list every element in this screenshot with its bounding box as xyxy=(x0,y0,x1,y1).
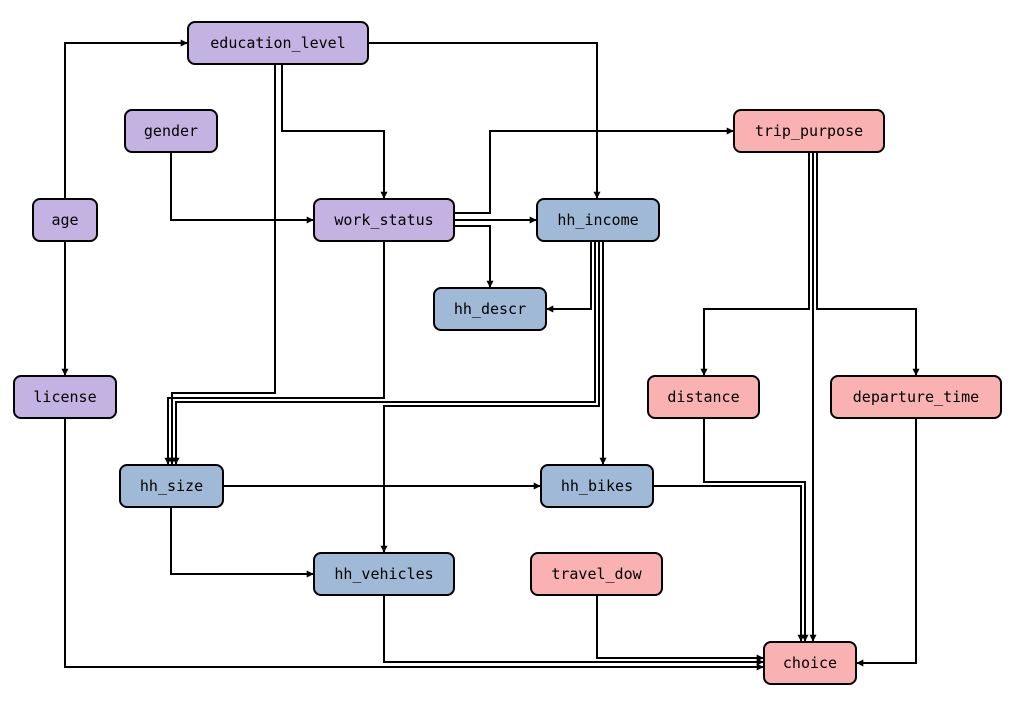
node-gender: gender xyxy=(124,109,218,153)
edge-hh-income-to-hh-size xyxy=(172,242,596,465)
node-work-status: work_status xyxy=(313,198,455,242)
node-age: age xyxy=(32,198,98,242)
node-departure-time: departure_time xyxy=(830,375,1002,419)
node-license: license xyxy=(13,375,117,419)
edge-age-to-education-level xyxy=(64,39,188,198)
edge-work-status-to-hh-descr xyxy=(455,225,494,288)
edge-trip-purpose-to-distance xyxy=(700,153,810,376)
edge-education-level-to-hh-size xyxy=(168,65,276,465)
node-hh-income: hh_income xyxy=(536,198,660,242)
edge-education-level-to-hh-income xyxy=(369,42,601,199)
edge-trip-purpose-to-departure-time xyxy=(816,153,920,376)
edge-education-level-to-work-status xyxy=(281,65,388,199)
node-trip-purpose: trip_purpose xyxy=(733,109,885,153)
edge-hh-vehicles-to-choice xyxy=(383,596,764,666)
node-choice: choice xyxy=(763,641,857,685)
edge-work-status-to-hh-size xyxy=(164,242,385,465)
node-education-level: education_level xyxy=(187,21,369,65)
edge-hh-income-to-hh-descr xyxy=(546,242,592,313)
edge-hh-size-to-hh-vehicles xyxy=(170,508,314,578)
node-travel-dow: travel_dow xyxy=(530,552,663,596)
edge-travel-dow-to-choice xyxy=(596,596,764,662)
node-hh-descr: hh_descr xyxy=(433,287,547,331)
edge-license-to-choice xyxy=(64,419,764,671)
edge-departure-time-to-choice xyxy=(856,419,917,667)
edge-distance-to-choice xyxy=(703,419,809,642)
edge-hh-income-to-hh-vehicles xyxy=(380,242,600,553)
node-hh-size: hh_size xyxy=(119,464,224,508)
node-hh-vehicles: hh_vehicles xyxy=(313,552,455,596)
node-hh-bikes: hh_bikes xyxy=(540,464,654,508)
node-distance: distance xyxy=(647,375,760,419)
edge-gender-to-work-status xyxy=(170,153,314,224)
edge-work-status-to-trip-purpose xyxy=(455,127,734,214)
edge-hh-bikes-to-choice xyxy=(654,485,805,642)
